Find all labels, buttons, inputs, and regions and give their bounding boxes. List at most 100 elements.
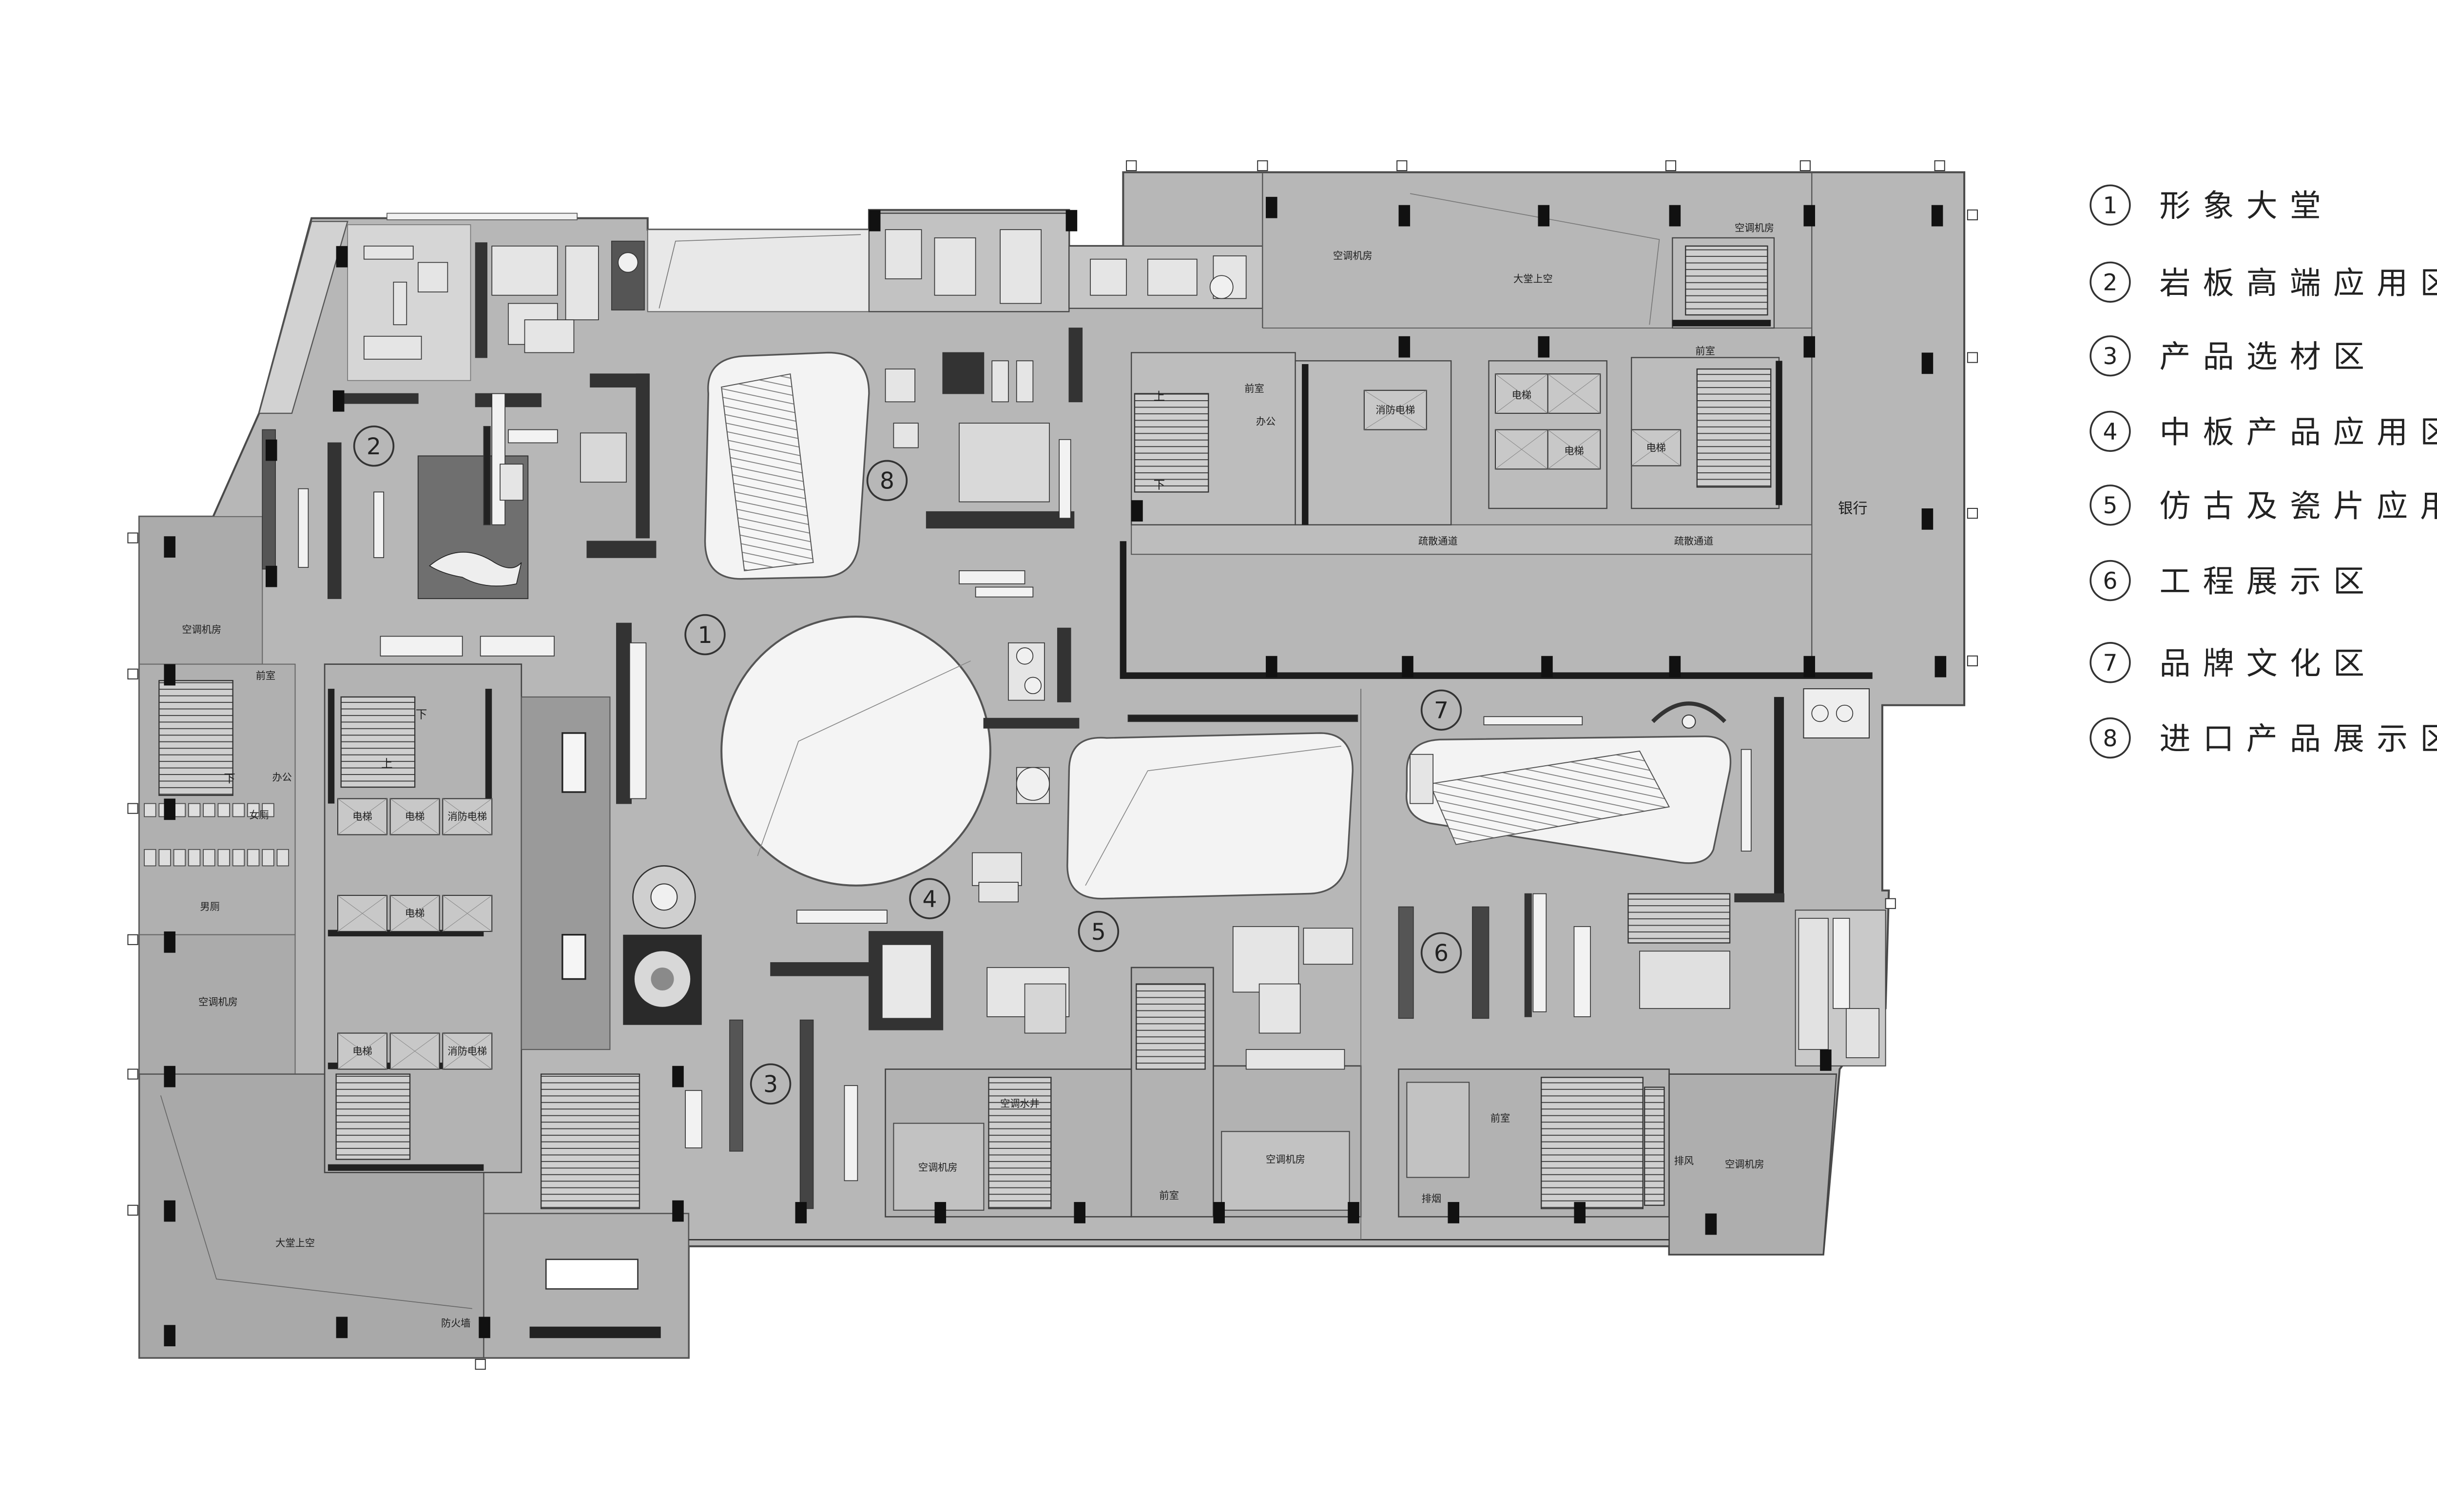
display-fixture bbox=[934, 237, 976, 296]
brand-arc-center bbox=[1682, 714, 1696, 729]
legend-item-8: 8 进口产品展示区 bbox=[2089, 717, 2437, 759]
legend-number-circle bbox=[2089, 410, 2131, 452]
toilet-stall bbox=[232, 803, 245, 817]
room-label: 排风 bbox=[1674, 1155, 1694, 1167]
room-label: 前室 bbox=[1490, 1112, 1510, 1124]
elevator-label: 电梯 bbox=[1512, 389, 1531, 401]
display-fixture bbox=[1059, 439, 1071, 519]
room-label: 空调机房 bbox=[1333, 250, 1373, 262]
display-fixture bbox=[500, 464, 523, 501]
structural-column bbox=[336, 1317, 348, 1338]
structural-column bbox=[672, 1200, 684, 1222]
core-thick-wall bbox=[1776, 361, 1782, 505]
legend-item-7: 7 品牌文化区 bbox=[2089, 642, 2364, 683]
elevator-cross bbox=[442, 1033, 492, 1069]
room-label: 空调机房 bbox=[198, 996, 238, 1008]
axis-marker bbox=[1967, 508, 1978, 519]
legend-label: 中板产品应用区 bbox=[2159, 414, 2437, 450]
structural-column bbox=[1065, 210, 1078, 232]
legend-item-2: 2 岩板高端应用区 bbox=[2089, 261, 2437, 303]
elevator-cross bbox=[442, 798, 492, 835]
display-fixture bbox=[978, 882, 1019, 903]
structural-column bbox=[164, 1200, 175, 1222]
legend-number: 8 bbox=[2103, 725, 2118, 752]
left-ac-room-upper bbox=[138, 516, 263, 665]
round-lounge-table bbox=[650, 883, 678, 911]
display-fixture bbox=[1741, 749, 1752, 852]
stair bbox=[1627, 893, 1731, 944]
display-fixture bbox=[1068, 328, 1083, 403]
toilet-stall bbox=[158, 849, 171, 867]
display-fixture bbox=[926, 511, 1075, 529]
display-fixture bbox=[565, 245, 599, 321]
stair bbox=[1685, 245, 1768, 316]
top-light-strip bbox=[647, 229, 870, 312]
structural-column bbox=[1669, 656, 1681, 678]
left-core-wall bbox=[485, 689, 492, 804]
structural-column bbox=[164, 1066, 175, 1087]
display-fixture bbox=[959, 423, 1050, 503]
lower-ac-room-c bbox=[1221, 1131, 1350, 1211]
room-label: 前室 bbox=[1695, 345, 1715, 357]
structural-column bbox=[1348, 1202, 1359, 1223]
display-fixture bbox=[1410, 754, 1434, 804]
axis-marker bbox=[127, 1068, 138, 1080]
stair bbox=[988, 1077, 1052, 1209]
display-fixture bbox=[483, 426, 491, 525]
structural-column bbox=[1931, 205, 1943, 227]
top-counter bbox=[387, 213, 578, 220]
right-lower-wall bbox=[1774, 697, 1784, 902]
display-fixture bbox=[590, 373, 648, 388]
toilet-stall bbox=[217, 803, 230, 817]
top-strip-diagonal bbox=[658, 234, 861, 309]
display-fixture bbox=[1057, 627, 1071, 702]
structural-column bbox=[1266, 196, 1277, 218]
room-labels: 空调机房 空调机房 大堂上空 防火墙 办公 前室 女厕 男厕 空调机房 大堂上空… bbox=[182, 222, 1867, 1329]
display-fixture bbox=[1147, 258, 1198, 296]
display-fixture bbox=[893, 423, 919, 448]
toilet-stall bbox=[173, 803, 186, 817]
structural-column bbox=[164, 1325, 175, 1347]
display-fixture bbox=[298, 488, 309, 568]
elevator-label: 电梯 bbox=[352, 811, 372, 822]
structural-column bbox=[795, 1202, 807, 1223]
legend-number-circle bbox=[2089, 184, 2131, 226]
elevator-cross bbox=[337, 1033, 387, 1069]
structural-columns bbox=[164, 196, 1947, 1347]
display-fixture bbox=[1232, 926, 1299, 993]
axis-marker bbox=[1967, 352, 1978, 363]
display-fixture bbox=[1000, 229, 1042, 304]
elevator-label: 消防电梯 bbox=[1375, 404, 1415, 416]
axis-marker bbox=[1257, 160, 1268, 172]
display-fixture bbox=[629, 642, 647, 799]
zone-marker-number: 3 bbox=[763, 1071, 778, 1098]
structural-column bbox=[164, 536, 175, 558]
axis-marker bbox=[127, 1204, 138, 1216]
legend-item-3: 3 产品选材区 bbox=[2089, 335, 2364, 377]
room-label: 空调机房 bbox=[182, 624, 221, 636]
structural-column bbox=[1398, 336, 1411, 358]
central-atrium-void bbox=[720, 616, 991, 887]
axis-marker bbox=[1396, 160, 1408, 172]
structural-column bbox=[934, 1202, 947, 1223]
axis-marker bbox=[127, 668, 138, 679]
structural-column bbox=[1803, 336, 1815, 358]
toilet-stall bbox=[232, 849, 245, 867]
right-escalator bbox=[1429, 750, 1670, 845]
display-fixture bbox=[799, 1019, 814, 1209]
display-fixture bbox=[480, 636, 555, 657]
void-diagonal-top bbox=[1410, 193, 1660, 325]
zone-marker-5: 5 bbox=[1078, 911, 1120, 952]
structural-column bbox=[869, 210, 881, 232]
furniture-and-displays bbox=[144, 229, 1880, 1209]
toilet-stall bbox=[262, 849, 274, 867]
legend-item-6: 6 工程展示区 bbox=[2089, 560, 2364, 601]
zone-marker-number: 6 bbox=[1434, 940, 1449, 967]
zone-marker-number: 2 bbox=[367, 433, 381, 460]
structural-column bbox=[1803, 205, 1815, 227]
glass-curtain-strip bbox=[258, 221, 348, 414]
structural-column bbox=[1820, 1049, 1832, 1071]
zone-marker-circle bbox=[1420, 689, 1462, 731]
left-core-wall bbox=[328, 1164, 484, 1171]
structural-column bbox=[672, 1066, 684, 1087]
